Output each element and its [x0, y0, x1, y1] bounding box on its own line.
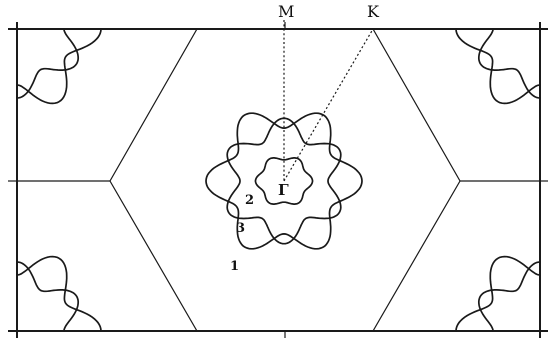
label-curve-3: 3: [236, 221, 245, 236]
corner-pocket-bottom-right-contour-1: [455, 255, 541, 332]
label-curve-1: 1: [230, 259, 239, 274]
corner-pocket-bottom-left-contour-1: [16, 255, 102, 332]
gamma-k-dashed-line: [283, 28, 374, 182]
label-gamma: Γ: [278, 181, 289, 199]
label-m: M: [278, 2, 294, 21]
label-curve-2: 2: [245, 193, 254, 208]
fermi-contour-3: [226, 117, 342, 245]
label-k: K: [367, 2, 380, 21]
corner-pockets: [16, 28, 541, 332]
corner-pocket-bottom-left-contour-2: [16, 261, 80, 332]
corner-pocket-top-left-contour-1: [16, 28, 102, 105]
fermi-contour-1: [205, 112, 363, 250]
corner-pocket-top-left-contour-2: [16, 28, 80, 99]
fermi-contour-2: [254, 157, 314, 205]
corner-pocket-top-right-contour-1: [455, 28, 541, 105]
corner-pocket-bottom-right-contour-2: [477, 261, 541, 332]
corner-pocket-top-right-contour-2: [477, 28, 541, 99]
